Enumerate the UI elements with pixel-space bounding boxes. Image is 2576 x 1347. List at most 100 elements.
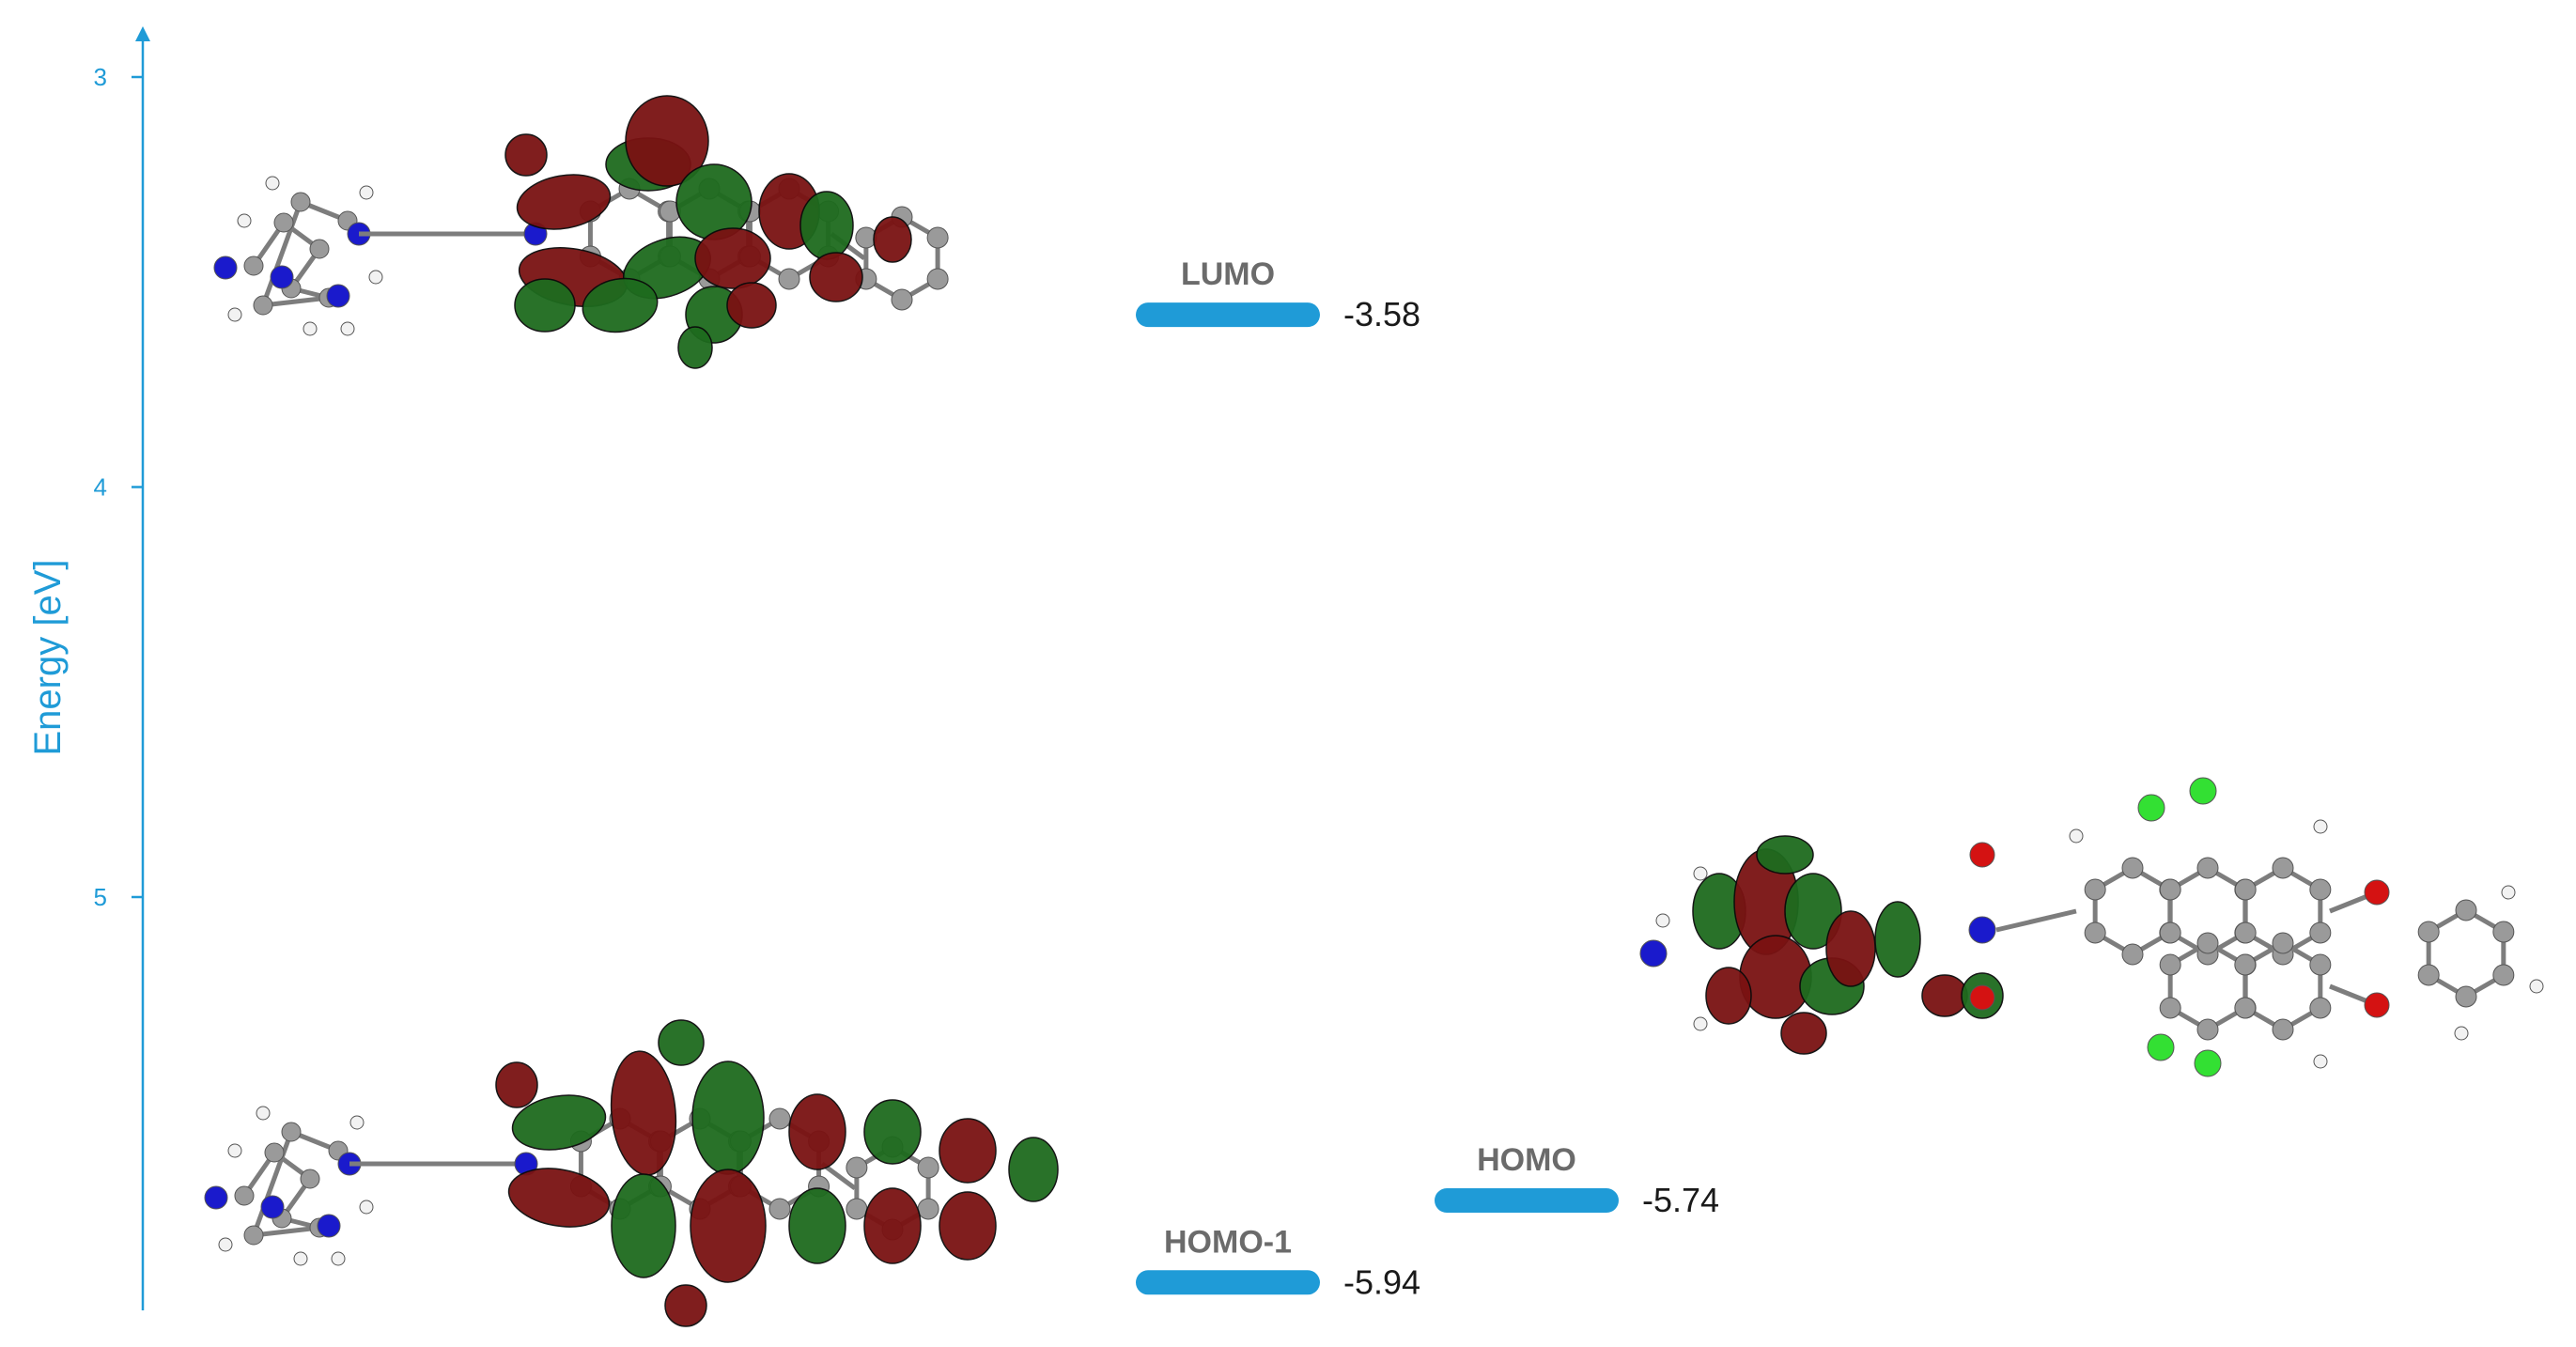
- orbital-lobe: [873, 216, 912, 263]
- orbital-lobe: [1756, 835, 1814, 875]
- atom: [2417, 964, 2440, 986]
- orbital-lobe: [726, 282, 777, 329]
- atom: [349, 1115, 365, 1130]
- atom: [917, 1156, 939, 1179]
- bond: [253, 1225, 320, 1238]
- atom: [2272, 857, 2294, 879]
- atom: [204, 1185, 228, 1210]
- orbital-lobe: [939, 1118, 997, 1184]
- atom: [2455, 985, 2477, 1008]
- orbital-lobe: [1739, 935, 1812, 1019]
- atom: [2234, 953, 2257, 976]
- level-name-homo: HOMO: [1477, 1142, 1576, 1178]
- level-name-homo-1: HOMO-1: [1164, 1224, 1292, 1260]
- atom: [290, 192, 311, 212]
- atom: [227, 1143, 242, 1158]
- atom: [2234, 921, 2257, 944]
- atom: [2313, 1054, 2328, 1069]
- atom: [2189, 777, 2217, 805]
- orbital-lobe: [1705, 967, 1752, 1025]
- atom: [309, 239, 330, 259]
- atom: [768, 1107, 791, 1130]
- atom: [260, 1195, 285, 1219]
- atom: [243, 1225, 264, 1246]
- atom: [1693, 1016, 1708, 1031]
- level-value-homo-1: -5.94: [1343, 1262, 1420, 1301]
- atom: [234, 1185, 255, 1206]
- atom: [1655, 913, 1670, 928]
- atom: [926, 226, 949, 249]
- atom: [2454, 1026, 2469, 1041]
- orbital-lobe: [1874, 901, 1921, 978]
- atom: [243, 255, 264, 276]
- bond: [820, 1161, 857, 1191]
- atom: [917, 1198, 939, 1220]
- atom: [227, 307, 242, 322]
- orbital-lobe: [690, 1169, 767, 1283]
- atom: [2147, 1033, 2175, 1061]
- orbital-lobe: [504, 133, 548, 177]
- orbital-lobe: [863, 1099, 922, 1165]
- atom: [846, 1156, 868, 1179]
- bond: [262, 295, 330, 308]
- orbital-lobe: [1780, 1012, 1827, 1055]
- orbital-lobe: [691, 1061, 765, 1175]
- orbital-lobe: [625, 95, 709, 187]
- homo-orbital-render: [1639, 777, 2544, 1077]
- atom: [237, 213, 252, 228]
- atom: [2159, 921, 2181, 944]
- atom: [270, 265, 294, 289]
- level-value-homo: -5.74: [1642, 1181, 1719, 1219]
- bond: [251, 1131, 294, 1236]
- atom: [2069, 828, 2084, 844]
- atom: [2364, 879, 2390, 906]
- atom: [293, 1251, 308, 1266]
- atom: [218, 1237, 233, 1252]
- atom: [2234, 997, 2257, 1019]
- orbital-lobe: [664, 1284, 707, 1327]
- lumo-orbital-render: [213, 95, 949, 369]
- y-tick-label: 5: [94, 883, 107, 911]
- atom: [1693, 866, 1708, 881]
- atom: [317, 1214, 341, 1238]
- atom: [331, 1251, 346, 1266]
- atom: [2159, 953, 2181, 976]
- atom: [2309, 997, 2332, 1019]
- level-value-lumo: -3.58: [1343, 295, 1420, 333]
- orbital-lobe: [939, 1191, 997, 1261]
- atom: [2364, 992, 2390, 1018]
- atom: [2196, 1018, 2219, 1041]
- orbital-lobe: [611, 1173, 676, 1278]
- orbital-lobe: [1825, 910, 1876, 987]
- atom: [253, 295, 273, 316]
- orbital-renders: [204, 95, 2544, 1327]
- atom: [368, 270, 383, 285]
- atom: [2501, 885, 2516, 900]
- atom: [2492, 921, 2515, 943]
- orbital-lobe: [863, 1187, 922, 1264]
- orbital-lobe: [799, 191, 854, 260]
- y-tick-label: 3: [94, 63, 107, 91]
- atom: [2084, 921, 2106, 944]
- atom: [281, 1122, 302, 1142]
- atom: [2272, 932, 2294, 954]
- atom: [891, 288, 913, 311]
- orbital-lobe: [788, 1187, 846, 1264]
- atom: [213, 255, 238, 280]
- atom: [273, 212, 294, 233]
- atom: [2313, 819, 2328, 834]
- atom: [2309, 878, 2332, 901]
- atom: [2121, 943, 2144, 966]
- atom: [2455, 899, 2477, 921]
- atom: [2417, 921, 2440, 943]
- y-axis-title: Energy [eV]: [27, 559, 69, 755]
- orbital-lobe: [809, 252, 863, 302]
- atom: [2196, 857, 2219, 879]
- atom: [2234, 878, 2257, 901]
- atom: [265, 176, 280, 191]
- atom: [2194, 1049, 2222, 1077]
- level-name-lumo: LUMO: [1181, 256, 1275, 292]
